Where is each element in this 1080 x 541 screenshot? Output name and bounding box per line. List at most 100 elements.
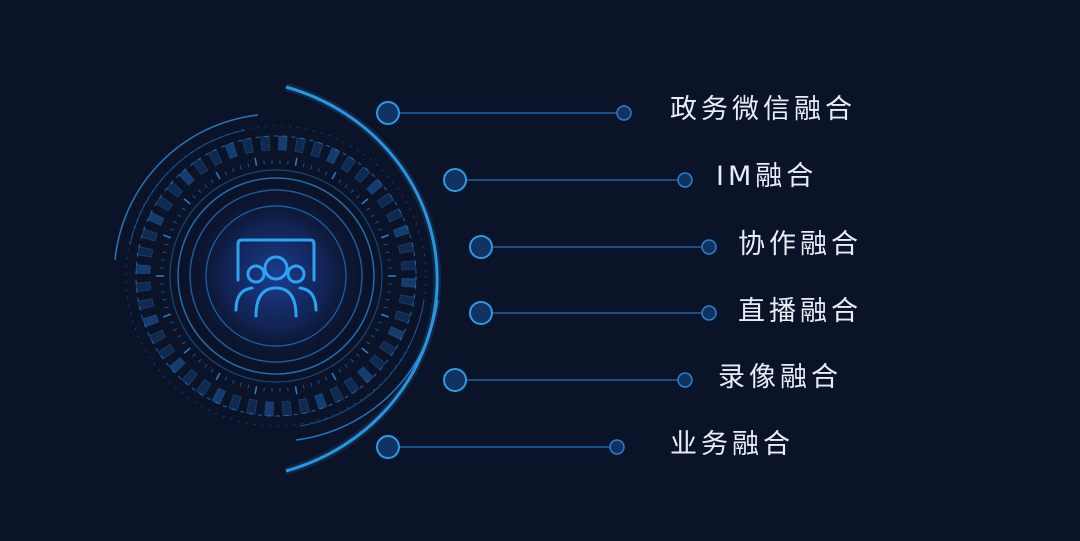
ring-inner bbox=[205, 205, 347, 347]
tick-mark bbox=[232, 379, 235, 384]
tick-mark bbox=[310, 165, 313, 170]
label-recording-fusion: 录像融合 bbox=[718, 362, 842, 393]
tick-mark bbox=[385, 298, 390, 301]
tick-mark bbox=[294, 386, 298, 395]
tick-mark bbox=[344, 184, 348, 189]
label-business-fusion: 业务融合 bbox=[670, 429, 794, 460]
segment-block bbox=[148, 329, 167, 345]
concentric-rings bbox=[125, 125, 427, 427]
segment-block bbox=[192, 157, 209, 176]
tick-mark bbox=[386, 259, 391, 261]
segment-block bbox=[397, 241, 415, 254]
segment-block bbox=[366, 178, 384, 195]
tick-mark bbox=[380, 313, 390, 318]
tick-mark bbox=[378, 228, 383, 231]
segment-block bbox=[329, 385, 345, 404]
segment-block bbox=[398, 294, 415, 306]
label-live-fusion: 直播融合 bbox=[738, 296, 862, 327]
main-arc bbox=[285, 85, 439, 473]
segment-block bbox=[400, 260, 417, 271]
segment-block bbox=[281, 400, 292, 417]
tick-mark bbox=[331, 171, 337, 180]
segment-block bbox=[166, 181, 184, 198]
tick-mark bbox=[181, 341, 186, 345]
arc-node bbox=[443, 368, 467, 392]
segment-block bbox=[379, 340, 397, 357]
segment-block bbox=[241, 137, 254, 155]
main-arc-glow bbox=[284, 83, 442, 475]
arc-node bbox=[376, 101, 400, 125]
icon-frame bbox=[236, 238, 316, 282]
tick-mark bbox=[324, 376, 328, 381]
arc-node bbox=[376, 435, 400, 459]
tick-mark bbox=[317, 168, 320, 173]
segment-block bbox=[354, 166, 371, 184]
core-glow bbox=[181, 181, 371, 371]
tick-mark bbox=[181, 207, 186, 211]
tick-mark bbox=[161, 259, 166, 261]
tick-mark bbox=[350, 189, 354, 194]
tick-mark bbox=[162, 234, 172, 239]
tick-mark bbox=[173, 221, 178, 224]
arc-upper-left bbox=[114, 114, 259, 261]
icon-body-right bbox=[298, 286, 318, 312]
tick-mark bbox=[338, 368, 342, 373]
segment-block bbox=[157, 343, 176, 360]
segment-block bbox=[137, 246, 154, 258]
label-gov-wechat-fusion: 政务微信融合 bbox=[670, 94, 856, 125]
tick-mark bbox=[192, 353, 196, 357]
segment-block bbox=[376, 192, 395, 209]
segment-block bbox=[142, 314, 160, 328]
connectors bbox=[376, 101, 717, 459]
tick-mark bbox=[294, 157, 298, 166]
icon-body-center bbox=[254, 286, 298, 318]
tick-mark bbox=[177, 334, 182, 338]
segment-block bbox=[168, 357, 186, 374]
tick-mark bbox=[366, 341, 371, 345]
tick-mark bbox=[210, 179, 214, 184]
tick-mark bbox=[169, 321, 174, 324]
ring-2 bbox=[189, 189, 363, 363]
tick-mark bbox=[331, 372, 337, 381]
segment-block bbox=[387, 326, 405, 341]
segment-block bbox=[147, 211, 165, 226]
tick-mark bbox=[183, 347, 191, 354]
tick-mark bbox=[366, 207, 371, 211]
segment-block bbox=[246, 398, 258, 415]
tick-mark bbox=[302, 163, 305, 168]
tick-mark bbox=[310, 382, 313, 387]
end-dot bbox=[609, 439, 625, 455]
segment-block bbox=[394, 310, 411, 324]
arc-node bbox=[469, 301, 493, 325]
arc-node bbox=[469, 235, 493, 259]
end-dot bbox=[701, 305, 717, 321]
tick-mark bbox=[161, 291, 166, 293]
tick-mark bbox=[215, 372, 221, 381]
segment-block bbox=[401, 278, 417, 288]
end-dot bbox=[701, 239, 717, 255]
segment-block bbox=[155, 195, 173, 212]
tick-mark bbox=[169, 228, 174, 231]
segment-block bbox=[211, 387, 226, 405]
tick-mark bbox=[386, 291, 391, 293]
ring-dash-outer bbox=[125, 125, 427, 427]
tick-mark bbox=[370, 334, 375, 338]
segment-block bbox=[298, 397, 311, 415]
icon-body-left bbox=[234, 286, 254, 312]
ring-4 bbox=[169, 169, 383, 383]
segment-block bbox=[207, 148, 223, 167]
ring-dash bbox=[135, 135, 417, 417]
end-dot bbox=[616, 105, 632, 121]
ring-3 bbox=[177, 177, 375, 375]
tick-mark bbox=[356, 353, 360, 357]
segment-block bbox=[310, 141, 324, 158]
tick-mark bbox=[361, 198, 369, 205]
segment-block bbox=[135, 281, 152, 292]
icon-head-center bbox=[263, 255, 289, 281]
tick-mark bbox=[164, 306, 169, 309]
icon-head-right bbox=[286, 264, 306, 284]
tick-mark bbox=[210, 368, 214, 373]
tick-mark bbox=[204, 184, 208, 189]
